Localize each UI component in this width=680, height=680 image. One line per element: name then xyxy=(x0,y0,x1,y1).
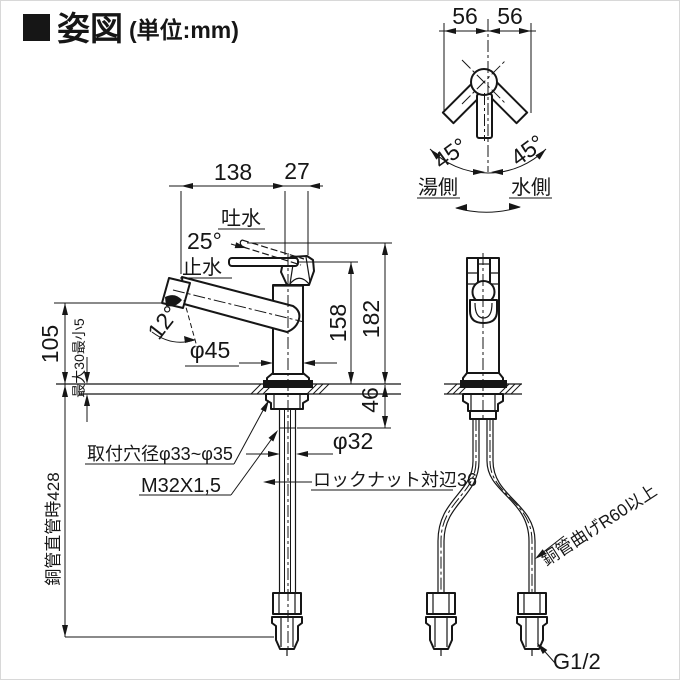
aerator-outlet xyxy=(165,295,182,307)
side-view: 銅管曲げR60以上 G1/2 xyxy=(425,253,660,674)
arrowhead xyxy=(491,169,503,175)
dim-phi32: φ32 xyxy=(333,428,374,454)
pipe-right-outer xyxy=(486,419,530,593)
cap-dome xyxy=(288,277,310,286)
discharge-label: 吐水 xyxy=(221,207,261,230)
cold-side-label: 水側 xyxy=(511,176,551,199)
dim-56-right: 56 xyxy=(497,3,523,29)
fitting-nut xyxy=(271,616,303,650)
locknut-label: ロックナット対辺36 xyxy=(313,470,477,490)
fitting-nut xyxy=(516,616,548,650)
dim-27: 27 xyxy=(284,158,310,184)
hot-side-label: 湯側 xyxy=(418,176,458,199)
pipe-left-outer xyxy=(437,419,474,593)
page-title: 姿図 xyxy=(57,10,123,47)
arrowhead xyxy=(455,204,467,211)
angle-45-left: 45° xyxy=(429,132,472,173)
thread-label: M32X1,5 xyxy=(141,475,221,497)
counter-hatching xyxy=(250,383,330,395)
arrowhead xyxy=(234,242,247,249)
leader-line xyxy=(233,402,268,465)
arrowhead xyxy=(519,28,531,34)
angle-45-right: 45° xyxy=(506,129,549,170)
arrowhead xyxy=(488,28,500,34)
pipe-left-outer xyxy=(443,419,480,593)
angle-25: 25° xyxy=(187,228,222,254)
title-square-marker xyxy=(23,14,50,41)
leader-line xyxy=(230,432,277,496)
fitting-hex xyxy=(517,592,547,615)
connection-size-label: G1/2 xyxy=(553,649,601,674)
page-title-unit: (単位:mm) xyxy=(129,17,239,43)
spout-centerline xyxy=(172,289,305,323)
swing-arc xyxy=(429,148,547,174)
dim-182: 182 xyxy=(358,300,384,338)
pipe-left-centerline xyxy=(440,419,477,593)
top-view: 56 56 45° 45° 湯側 水側 xyxy=(417,3,552,213)
angle-ref-line xyxy=(183,299,198,348)
dim-56-left: 56 xyxy=(452,3,478,29)
dim-46: 46 xyxy=(357,387,383,413)
lock-nut xyxy=(265,393,309,410)
bend-radius-label: 銅管曲げR60以上 xyxy=(538,481,660,569)
fitting-hex xyxy=(426,592,456,615)
spout xyxy=(181,276,301,333)
pipe-right-centerline xyxy=(489,419,533,593)
counter-thickness-label: 最大30最小5 xyxy=(71,318,87,398)
dim-105: 105 xyxy=(37,325,63,363)
fitting-nut xyxy=(425,616,457,650)
arrowhead xyxy=(473,169,485,175)
dim-phi45: φ45 xyxy=(190,337,231,363)
front-view: 138 27 吐水 25° 止水 12° φ45 105 最大30最小5 銅管直… xyxy=(37,158,477,656)
arrowhead xyxy=(509,203,521,210)
arrowhead xyxy=(535,149,546,160)
centerline xyxy=(461,59,507,105)
mounting-hole-label: 取付穴径φ33~φ35 xyxy=(87,444,233,464)
pipe-length-label: 銅管直管時428 xyxy=(44,472,63,585)
title-block: 姿図 (単位:mm) xyxy=(23,10,239,47)
arrowhead xyxy=(444,28,456,34)
stop-label: 止水 xyxy=(182,256,222,279)
arrowhead xyxy=(430,149,441,160)
pipe-right-outer xyxy=(492,419,536,593)
lever-end-on xyxy=(477,257,491,283)
arrowhead xyxy=(476,28,488,34)
fitting-hex xyxy=(272,592,302,615)
dim-158: 158 xyxy=(325,304,351,342)
dim-138: 138 xyxy=(214,159,252,185)
